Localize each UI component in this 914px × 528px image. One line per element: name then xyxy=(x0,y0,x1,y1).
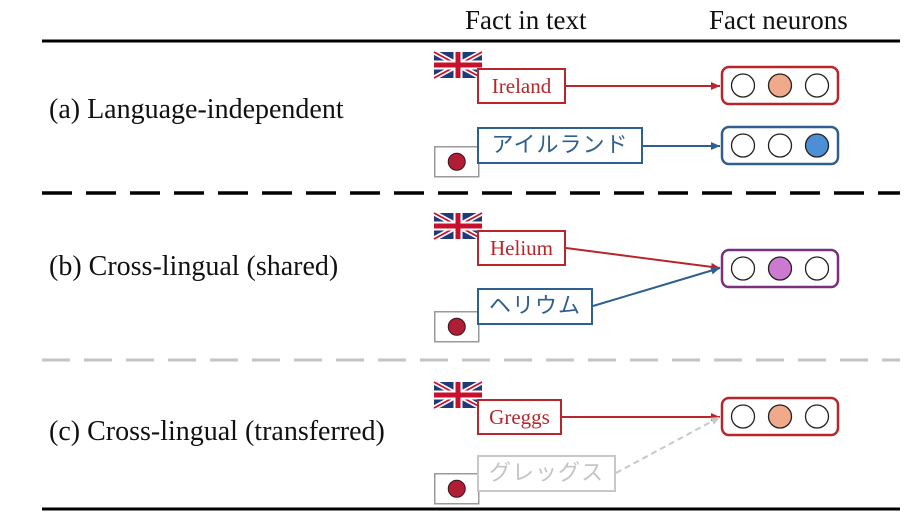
japan-flag-icon xyxy=(434,311,480,343)
word-box-ja-helium: ヘリウム xyxy=(477,288,593,325)
arrow-b-en xyxy=(565,247,721,271)
section-label-cross-lingual-shared: (b) Cross-lingual (shared) xyxy=(49,251,339,282)
arrow-b-ja xyxy=(592,266,721,307)
word-box-ja-greggs: グレッグス xyxy=(477,455,616,492)
neuron-group-c xyxy=(720,396,840,437)
word-box-ja-ireland: アイルランド xyxy=(477,127,643,164)
neuron-active xyxy=(804,133,830,158)
neuron xyxy=(804,404,830,429)
neuron xyxy=(804,73,830,98)
neuron-active xyxy=(767,73,793,98)
header-fact-in-text: Fact in text xyxy=(465,5,587,35)
neuron xyxy=(804,256,830,281)
word-box-en-greggs: Greggs xyxy=(477,399,562,435)
word-box-en-ireland: Ireland xyxy=(477,68,566,104)
section-label-language-independent: (a) Language-independent xyxy=(49,94,344,125)
neuron xyxy=(730,133,756,158)
neuron xyxy=(730,73,756,98)
header-fact-neurons: Fact neurons xyxy=(709,5,848,35)
word-box-en-helium: Helium xyxy=(477,230,566,266)
japan-flag-icon xyxy=(434,473,480,505)
uk-flag-icon xyxy=(434,382,482,408)
neuron xyxy=(767,133,793,158)
neuron xyxy=(730,404,756,429)
neuron-active xyxy=(767,404,793,429)
japan-flag-icon xyxy=(434,146,480,178)
section-label-cross-lingual-transferred: (c) Cross-lingual (transferred) xyxy=(49,416,385,447)
neuron-group-a-ja xyxy=(720,125,840,166)
neuron-group-a-en xyxy=(720,65,840,106)
neuron-active xyxy=(767,256,793,281)
arrow-c-ja xyxy=(615,416,721,474)
neuron xyxy=(730,256,756,281)
neuron-group-b xyxy=(720,248,840,289)
uk-flag-icon xyxy=(434,213,482,239)
uk-flag-icon xyxy=(434,52,482,78)
